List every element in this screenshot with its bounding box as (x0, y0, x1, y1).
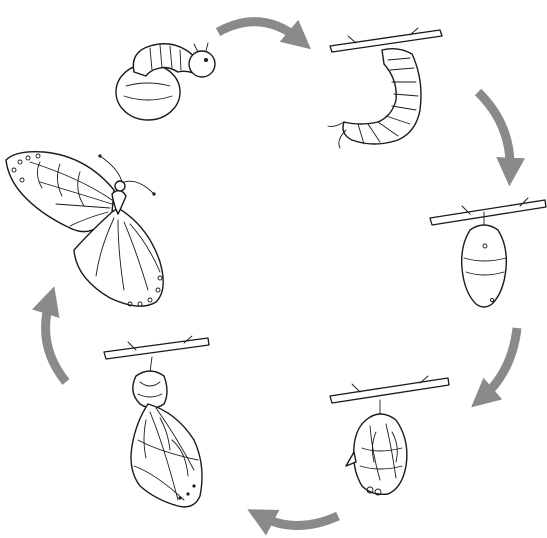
chrysalis-icon (430, 198, 546, 307)
arrow-3-icon (482, 328, 517, 398)
arrow-1-icon (218, 22, 300, 40)
caterpillar-hatching-icon (116, 43, 215, 120)
emerging-butterfly-icon (104, 336, 209, 507)
arrow-2-icon (478, 92, 510, 172)
butterfly-icon (6, 152, 163, 306)
arrow-4-icon (260, 516, 338, 526)
developing-chrysalis-icon (330, 376, 449, 495)
hanging-caterpillar-icon (328, 28, 442, 148)
arrow-5-icon (46, 300, 66, 382)
